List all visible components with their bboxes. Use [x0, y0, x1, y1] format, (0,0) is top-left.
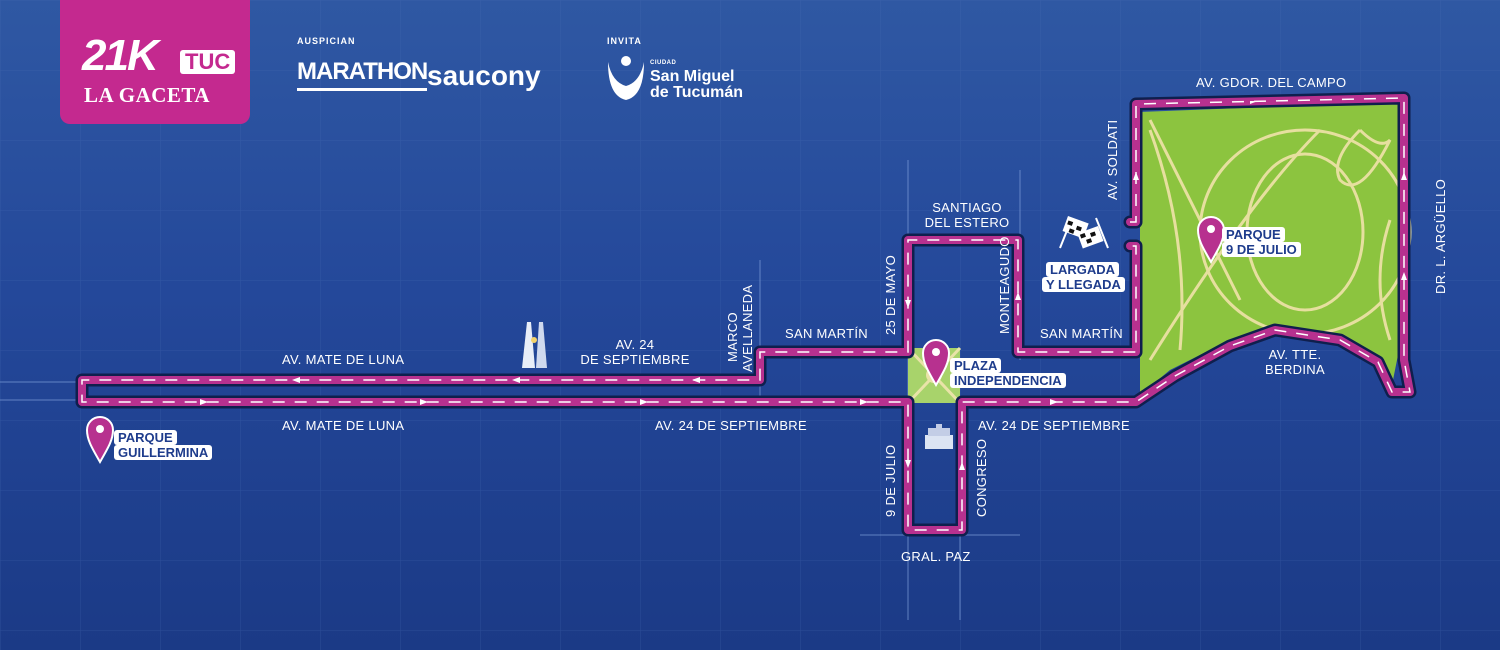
race-logo: 21K TUC LA GACETA: [60, 0, 250, 124]
street-berdina-line-2: BERDINA: [1265, 362, 1325, 377]
street-gral-paz: GRAL. PAZ: [901, 549, 971, 564]
label-parque-9-de-julio-line-1: PARQUE: [1222, 227, 1285, 242]
pin-plaza-independencia-icon: [921, 339, 951, 388]
sponsor-marathon-logo: MARATHON: [297, 58, 428, 91]
city-caption: CIUDAD: [650, 60, 677, 66]
direction-arrows: [200, 101, 1407, 470]
street-gdor-del-campo: AV. GDOR. DEL CAMPO: [1196, 75, 1347, 90]
street-san-martin-east: SAN MARTÍN: [1040, 326, 1123, 341]
street-congreso: CONGRESO: [974, 438, 989, 517]
city-name-line-1: San Miguel: [650, 68, 735, 85]
pin-parque-guillermina-icon: [85, 416, 115, 465]
street-9-de-julio: 9 DE JULIO: [883, 444, 898, 517]
street-av24-east: AV. 24 DE SEPTIEMBRE: [978, 418, 1130, 433]
logo-gaceta-text: LA GACETA: [84, 83, 211, 107]
label-plaza-line-1: PLAZA: [950, 358, 1002, 373]
label-largada-line-1: LARGADA: [1046, 262, 1119, 277]
street-berdina-line-1: AV. TTE.: [1268, 347, 1322, 362]
street-monteagudo: MONTEAGUDO: [997, 236, 1012, 334]
street-av24-top-line-1: AV. 24: [615, 337, 655, 352]
logo-21k-text: 21K: [82, 31, 159, 80]
label-largada-line-2: Y LLEGADA: [1042, 277, 1125, 292]
sponsor-saucony-logo: saucony: [427, 60, 541, 91]
street-mate-de-luna-north: AV. MATE DE LUNA: [282, 352, 405, 367]
street-25-de-mayo: 25 DE MAYO: [883, 254, 898, 335]
street-av24-top-line-2: DE SEPTIEMBRE: [580, 352, 690, 367]
street-mate-de-luna-south: AV. MATE DE LUNA: [282, 418, 405, 433]
checkered-flags-icon: [1059, 215, 1109, 249]
label-guillermina-line-2: GUILLERMINA: [114, 445, 213, 460]
street-san-martin-west: SAN MARTÍN: [785, 326, 868, 341]
street-marco-line-2: AVELLANEDA: [740, 284, 755, 372]
city-logo-icon: [608, 56, 644, 100]
label-plaza-line-2: INDEPENDENCIA: [950, 373, 1066, 388]
street-marco-line-1: MARCO: [725, 312, 740, 362]
street-santiago-line-2: DEL ESTERO: [924, 215, 1010, 230]
label-guillermina-line-1: PARQUE: [114, 430, 177, 445]
invite-caption: INVITA: [607, 36, 642, 46]
label-parque-9-de-julio-line-2: 9 DE JULIO: [1222, 242, 1301, 257]
government-building: [925, 424, 953, 449]
city-name-line-2: de Tucumán: [650, 84, 744, 101]
street-santiago-line-1: SANTIAGO: [932, 200, 1002, 215]
street-av24-middle: AV. 24 DE SEPTIEMBRE: [655, 418, 807, 433]
street-av-soldati: AV. SOLDATI: [1105, 119, 1120, 200]
logo-tuc-text: TUC: [180, 50, 236, 74]
sponsors-caption: AUSPICIAN: [297, 36, 356, 46]
pin-parque-9-de-julio-icon: [1196, 216, 1226, 265]
monument-landmark: [522, 322, 547, 368]
street-dr-arguello: DR. L. ARGÜELLO: [1433, 178, 1448, 294]
